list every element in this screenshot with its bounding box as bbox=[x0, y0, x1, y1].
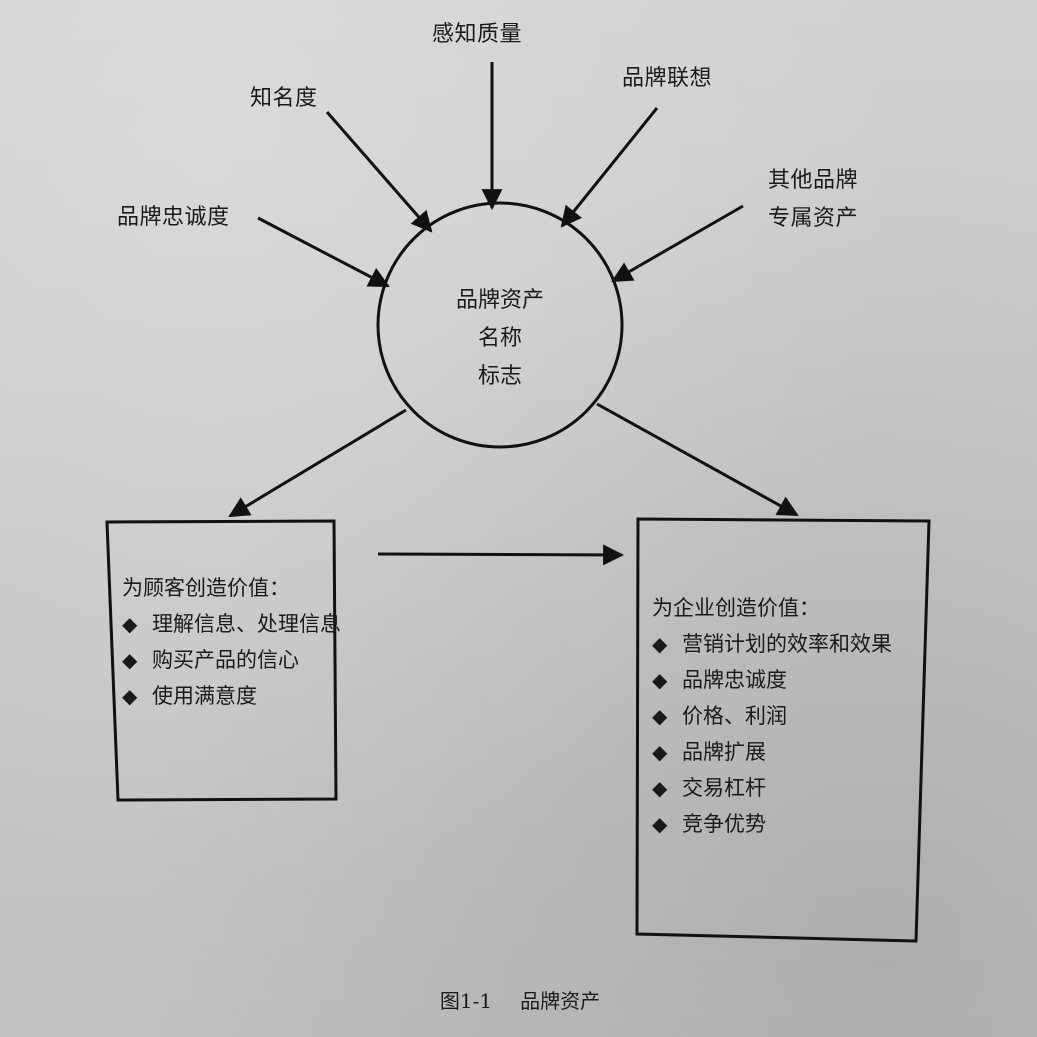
diamond-bullet-icon: ◆ bbox=[122, 612, 138, 636]
company-value-item: ◆ 品牌扩展 bbox=[652, 734, 922, 770]
company-value-content: 为企业创造价值： ◆ 营销计划的效率和效果 ◆ 品牌忠诚度 ◆ 价格、利润 ◆ … bbox=[652, 590, 922, 842]
diamond-bullet-icon: ◆ bbox=[652, 740, 668, 764]
figure-title: 品牌资产 bbox=[520, 989, 601, 1013]
arrow-to-company bbox=[596, 402, 799, 517]
company-value-item: ◆ 品牌忠诚度 bbox=[652, 662, 922, 698]
arrow-to-customer bbox=[228, 408, 407, 518]
center-line-brand-equity: 品牌资产 bbox=[455, 288, 544, 313]
label-other-assets-line2: 专属资产 bbox=[768, 206, 859, 231]
diamond-bullet-icon: ◆ bbox=[122, 648, 138, 672]
diamond-bullet-icon: ◆ bbox=[652, 776, 668, 800]
customer-value-item: ◆ 购买产品的信心 bbox=[122, 642, 362, 678]
customer-value-item: ◆ 理解信息、处理信息 bbox=[122, 606, 362, 642]
arrow-other bbox=[611, 204, 744, 283]
figure-caption: 图1-1 品牌资产 bbox=[380, 985, 660, 1014]
arrow-customer-to-company bbox=[377, 544, 625, 566]
company-value-item: ◆ 营销计划的效率和效果 bbox=[652, 626, 922, 662]
label-brand-association: 品牌联想 bbox=[622, 66, 713, 91]
diamond-bullet-icon: ◆ bbox=[652, 812, 668, 836]
diamond-bullet-icon: ◆ bbox=[652, 668, 668, 692]
center-line-name: 名称 bbox=[477, 326, 522, 351]
label-other-assets-line1: 其他品牌 bbox=[768, 168, 859, 193]
label-perceived-quality: 感知质量 bbox=[432, 22, 523, 47]
arrow-association bbox=[560, 107, 659, 228]
center-line-logo: 标志 bbox=[477, 364, 522, 389]
arrow-awareness bbox=[325, 111, 433, 233]
label-awareness: 知名度 bbox=[250, 86, 318, 111]
diamond-bullet-icon: ◆ bbox=[122, 684, 138, 708]
label-brand-loyalty: 品牌忠诚度 bbox=[117, 205, 230, 230]
customer-value-box bbox=[105, 519, 338, 802]
arrow-loyalty bbox=[257, 216, 390, 288]
figure-number: 图1-1 bbox=[439, 989, 493, 1013]
company-value-item: ◆ 竞争优势 bbox=[652, 806, 922, 842]
customer-value-title: 为顾客创造价值： bbox=[122, 576, 290, 600]
customer-value-item: ◆ 使用满意度 bbox=[122, 678, 362, 714]
center-label: 品牌资产 名称 标志 bbox=[400, 282, 600, 396]
label-other-assets: 其他品牌 专属资产 bbox=[768, 162, 858, 238]
company-value-title: 为企业创造价值： bbox=[652, 596, 820, 620]
company-value-box bbox=[635, 517, 931, 943]
company-value-item: ◆ 价格、利润 bbox=[652, 698, 922, 734]
company-value-item: ◆ 交易杠杆 bbox=[652, 770, 922, 806]
customer-value-content: 为顾客创造价值： ◆ 理解信息、处理信息 ◆ 购买产品的信心 ◆ 使用满意度 bbox=[122, 570, 362, 714]
diamond-bullet-icon: ◆ bbox=[652, 632, 668, 656]
diamond-bullet-icon: ◆ bbox=[652, 704, 668, 728]
